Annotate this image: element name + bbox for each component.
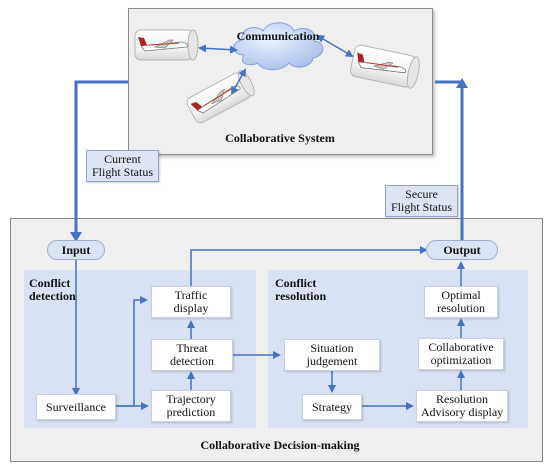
- current-flight-status: Current Flight Status: [86, 150, 159, 182]
- output-node: Output: [426, 240, 498, 260]
- surveillance-node: Surveillance: [36, 394, 116, 420]
- threat-detection-node: Threat detection: [151, 339, 233, 371]
- input-node: Input: [47, 240, 105, 260]
- communication-label: Communication: [236, 29, 320, 43]
- decision-making-title: Collaborative Decision-making: [200, 438, 360, 452]
- optimal-resolution-node: Optimal resolution: [424, 286, 498, 318]
- airplane-icon: [349, 44, 420, 89]
- secure-flight-status: Secure Flight Status: [385, 185, 458, 217]
- cloud-icon: [233, 22, 324, 71]
- conflict-detection-title: Conflict detection: [29, 276, 76, 303]
- collaborative-system-title: Collaborative System: [225, 131, 335, 145]
- conflict-resolution-title: Conflict resolution: [275, 276, 327, 303]
- resolution-advisory-display-node: Resolution Advisory display: [416, 390, 508, 422]
- traffic-display-node: Traffic display: [151, 286, 231, 318]
- situation-judgement-node: Situation judgement: [284, 339, 380, 371]
- trajectory-prediction-node: Trajectory prediction: [151, 390, 231, 422]
- airplane-icon: [134, 29, 199, 61]
- collaborative-optimization-node: Collaborative optimization: [418, 338, 504, 370]
- strategy-node: Strategy: [302, 394, 362, 420]
- airplane-icon: [186, 70, 255, 124]
